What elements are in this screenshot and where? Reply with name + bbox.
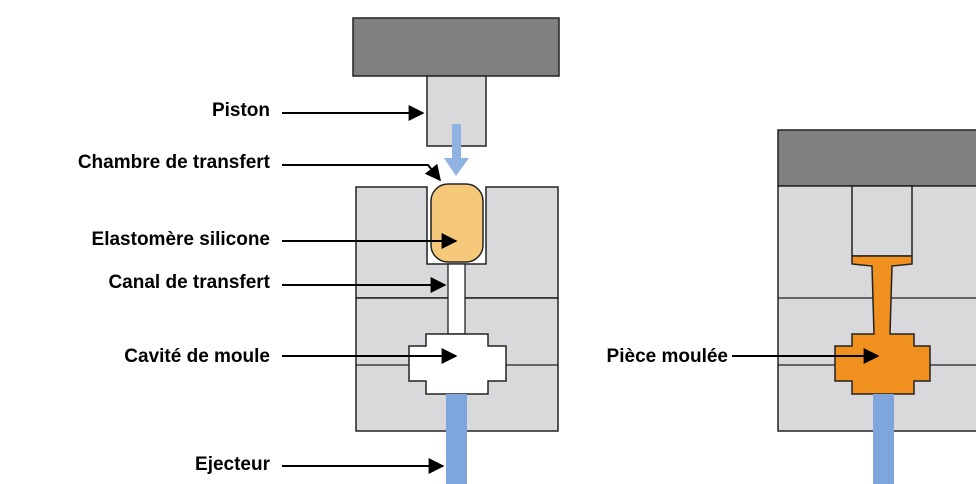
label-transfer-channel: Canal de transfert: [108, 272, 447, 293]
label-piston-text: Piston: [212, 100, 270, 121]
piston: [851, 185, 913, 257]
moulded-part: [834, 255, 931, 395]
label-moulded-part: Pièce moulée: [607, 346, 880, 367]
label-ejector-text: Ejecteur: [195, 454, 271, 475]
right-assembly: [777, 129, 976, 484]
press-plate: [352, 17, 560, 77]
ejector-pin: [446, 394, 467, 484]
flow-arrow-head: [444, 158, 469, 176]
label-ejector: Ejecteur: [195, 454, 445, 475]
press-plate: [777, 129, 976, 187]
mould-cavity: [408, 333, 507, 395]
label-transfer-channel-text: Canal de transfert: [108, 272, 270, 293]
ejector-pin: [873, 394, 894, 484]
label-silicone-elastomer: Elastomère silicone: [92, 229, 458, 250]
flow-arrow-shaft: [452, 124, 461, 160]
label-transfer-chamber-text: Chambre de transfert: [78, 152, 271, 173]
left-assembly: [352, 17, 560, 484]
label-mould-cavity-text: Cavité de moule: [124, 346, 270, 367]
label-moulded-part-text: Pièce moulée: [607, 346, 728, 367]
leader-arrow: [282, 163, 441, 182]
silicone-charge: [430, 183, 484, 263]
transfer-channel: [447, 263, 466, 335]
label-transfer-chamber: Chambre de transfert: [78, 152, 441, 182]
label-silicone-elastomer-text: Elastomère silicone: [92, 229, 270, 250]
label-piston: Piston: [212, 100, 425, 121]
label-mould-cavity: Cavité de moule: [124, 346, 458, 367]
